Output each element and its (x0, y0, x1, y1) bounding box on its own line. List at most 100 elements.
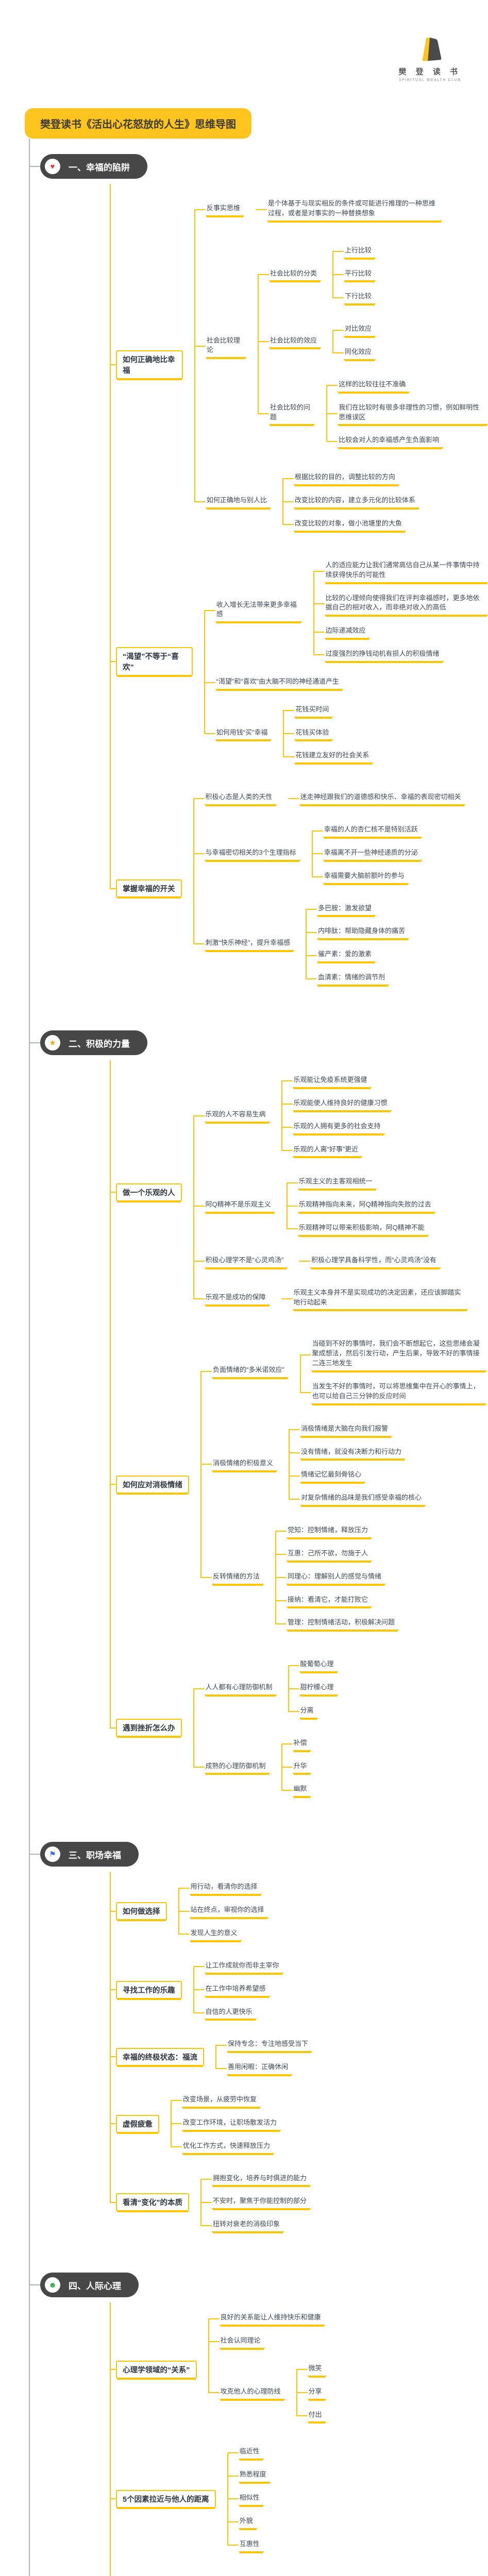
topic-node[interactable]: 做一个乐观的人 (116, 1183, 182, 1201)
topic-node[interactable]: 如何正确地比幸福 (116, 350, 183, 379)
subtopic-node[interactable]: 同化效应 (343, 346, 376, 360)
subtopic-node[interactable]: 分享 (307, 2386, 326, 2400)
subtopic-node[interactable]: 互惠性 (238, 2538, 264, 2552)
subtopic-node[interactable]: 平行比较 (343, 268, 376, 282)
subtopic-node[interactable]: 边际递减效应 (324, 625, 370, 639)
subtopic-node[interactable]: 幽默 (292, 1783, 311, 1798)
subtopic-node[interactable]: 微笑 (307, 2363, 326, 2377)
subtopic-node[interactable]: 比较的心理倾向使得我们在评判幸福感时，更多地依据自己的相对收入，而非绝对收入的高… (324, 592, 488, 616)
subtopic-node[interactable]: 管理：控制情绪活动，积极解决问题 (287, 1617, 399, 1631)
subtopic-node[interactable]: 相似性 (238, 2492, 264, 2506)
subtopic-node[interactable]: 改变比较的对象，做小池塘里的大鱼 (293, 518, 406, 532)
subtopic-node[interactable]: 乐观能让免疫系统更强健 (292, 1074, 372, 1088)
subtopic-node[interactable]: 消极情绪是大脑在向我们报警 (300, 1423, 393, 1437)
subtopic-node[interactable]: 甜柠檬心理 (299, 1682, 338, 1696)
section-node[interactable]: ♥一、幸福的陷阱 (40, 154, 147, 179)
subtopic-node[interactable]: 积极心理学不是“心灵鸡汤” (204, 1255, 288, 1268)
subtopic-node[interactable]: 酸葡萄心理 (299, 1658, 338, 1673)
subtopic-node[interactable]: 对复杂情绪的品味是我们感受幸福的核心 (300, 1492, 426, 1506)
subtopic-node[interactable]: 这样的比较往往不准确 (338, 379, 410, 393)
subtopic-node[interactable]: 善用闲暇：正确休闲 (227, 2061, 293, 2076)
subtopic-node[interactable]: 与幸福密切相关的3个生理指标 (204, 847, 300, 861)
subtopic-node[interactable]: 补偿 (292, 1737, 311, 1751)
subtopic-node[interactable]: 反事实思维 (205, 202, 244, 217)
section-node[interactable]: ⚑三、职场幸福 (40, 1842, 139, 1867)
topic-node[interactable]: 看清“变化”的本质 (116, 2193, 189, 2212)
subtopic-node[interactable]: 消极情绪的积极意义 (212, 1458, 278, 1471)
subtopic-node[interactable]: 乐观不是成功的保障 (204, 1292, 270, 1306)
subtopic-node[interactable]: 收入增长无法带来更多幸福感 (215, 599, 302, 623)
subtopic-node[interactable]: 人人都有心理防御机制 (204, 1682, 277, 1696)
subtopic-node[interactable]: 发现人生的意义 (189, 1927, 242, 1941)
subtopic-node[interactable]: 乐观的人拥有更多的社会支持 (292, 1121, 385, 1134)
section-node[interactable]: ★二、积极的力量 (40, 1030, 147, 1055)
subtopic-node[interactable]: 血清素：情绪的调节剂 (317, 972, 390, 986)
subtopic-node[interactable]: 成熟的心理防御机制 (204, 1760, 270, 1774)
subtopic-node[interactable]: 分离 (299, 1705, 318, 1719)
subtopic-node[interactable]: 反转情绪的方法 (212, 1571, 264, 1585)
subtopic-node[interactable]: 没有情绪，就没有决断力和行动力 (300, 1446, 406, 1460)
subtopic-node[interactable]: 攻克他人的心理防线 (219, 2386, 285, 2400)
subtopic-node[interactable]: 催产素：爱的激素 (317, 948, 376, 963)
topic-node[interactable]: 如何应对消极情绪 (116, 1475, 189, 1494)
subtopic-node[interactable]: 社会比较的问题 (268, 402, 315, 426)
subtopic-node[interactable]: 改变场景，从疲劳中恢复 (182, 2094, 261, 2108)
subtopic-node[interactable]: 熟悉程度 (238, 2469, 271, 2483)
subtopic-node[interactable]: 如何正确地与别人比 (205, 495, 271, 509)
subtopic-node[interactable]: 过度强烈的挣钱动机有损人的积极情绪 (324, 648, 444, 662)
subtopic-node[interactable]: 改变工作环境，让职场散发活力 (182, 2117, 281, 2131)
subtopic-node[interactable]: 内啡肽：帮助隐藏身体的痛苦 (317, 925, 410, 940)
section-node[interactable]: ☻四、人际心理 (40, 2273, 139, 2298)
subtopic-node[interactable]: 根据比较的目的，调整比较的方向 (293, 471, 399, 486)
subtopic-node[interactable]: 临近性 (238, 2446, 264, 2460)
subtopic-node[interactable]: 对比效应 (343, 323, 376, 337)
subtopic-node[interactable]: 下行比较 (343, 291, 376, 305)
subtopic-node[interactable]: 如何用钱“买”幸福 (215, 727, 272, 741)
subtopic-node[interactable]: 当碰到不好的事情时，我们会不断想起它，这些思绪会凝聚成想法，然后引发行动，产生后… (311, 1338, 486, 1371)
topic-node[interactable]: 遇到挫折怎么办 (116, 1719, 182, 1737)
subtopic-node[interactable]: 乐观精神可以带来积极影响，阿Q精神不能 (297, 1222, 429, 1236)
subtopic-node[interactable]: 接纳：看清它，才能打败它 (287, 1594, 373, 1608)
subtopic-node[interactable]: 花钱买体验 (294, 727, 333, 741)
subtopic-node[interactable]: 同理心：理解别人的感觉与情绪 (287, 1571, 386, 1585)
subtopic-node[interactable]: 比较会对人的幸福感产生负面影响 (338, 434, 444, 449)
subtopic-node[interactable]: 用行动，看清你的选择 (189, 1881, 262, 1895)
subtopic-node[interactable]: 负面情绪的“多米诺效应” (212, 1364, 289, 1378)
subtopic-node[interactable]: 上行比较 (343, 245, 376, 259)
subtopic-node[interactable]: 刺激“快乐神经”，提升幸福感 (204, 937, 295, 951)
subtopic-node[interactable]: 积极心理学具备科学性，而“心灵鸡汤”没有 (310, 1255, 441, 1268)
topic-node[interactable]: 如何做选择 (116, 1902, 167, 1921)
subtopic-node[interactable]: 情绪记忆最刻骨铭心 (300, 1469, 366, 1483)
subtopic-node[interactable]: 保持专念：专注地感受当下 (227, 2038, 313, 2053)
topic-node[interactable]: “渴望”不等于“喜欢” (116, 647, 193, 676)
subtopic-node[interactable]: 乐观的人不容易生病 (204, 1109, 270, 1123)
subtopic-node[interactable]: 改变比较的内容，建立多元化的比较体系 (293, 495, 419, 509)
subtopic-node[interactable]: 当发生不好的事情时，可以将思维集中在开心的事情上，也可以给自己三分钟的反应时间 (311, 1381, 486, 1404)
subtopic-node[interactable]: 是个体基于与现实相反的条件或可能进行推理的一种思维过程，或者是对事实的一种替换想… (266, 198, 442, 222)
subtopic-node[interactable]: 幸福的人的杏仁核不是特别活跃 (323, 824, 422, 838)
subtopic-node[interactable]: 乐观精神指向未来，阿Q精神指向失败的过去 (297, 1199, 435, 1213)
topic-node[interactable]: 幸福的终极状态：福流 (116, 2047, 204, 2066)
subtopic-node[interactable]: 人的适应能力让我们通常高估自己从某一件事情中持续获得快乐的可能性 (324, 560, 488, 583)
subtopic-node[interactable]: 幸福需要大脑前额叶的参与 (323, 870, 409, 884)
subtopic-node[interactable]: 互惠：己所不欲，勿施于人 (287, 1548, 373, 1562)
subtopic-node[interactable]: 良好的关系能让人维持快乐和健康 (219, 2312, 325, 2326)
root-topic[interactable]: 樊登读书《活出心花怒放的人生》思维导图 (25, 108, 251, 139)
subtopic-node[interactable]: 升华 (292, 1760, 311, 1774)
subtopic-node[interactable]: 花钱买时间 (294, 704, 333, 718)
subtopic-node[interactable]: 自信的人更快乐 (204, 2006, 257, 2020)
subtopic-node[interactable]: 花钱建立友好的社会关系 (294, 750, 374, 764)
subtopic-node[interactable]: 社会比较的分类 (268, 268, 321, 282)
subtopic-node[interactable]: 不安时，聚焦于你能控制的部分 (212, 2195, 311, 2210)
subtopic-node[interactable]: 社会比较的效应 (268, 335, 321, 349)
topic-node[interactable]: 虚假疲惫 (116, 2114, 159, 2133)
subtopic-node[interactable]: 多巴胺：激发欲望 (317, 903, 376, 917)
topic-node[interactable]: 心理学领域的“关系” (116, 2360, 197, 2379)
subtopic-node[interactable]: 积极心态是人类的天性 (204, 791, 277, 806)
subtopic-node[interactable]: 站在终点，审视你的选择 (189, 1904, 268, 1918)
subtopic-node[interactable]: 拥抱变化，培养与时俱进的能力 (212, 2173, 311, 2187)
subtopic-node[interactable]: 迷走神经跟我们的道德感和快乐、幸福的表现密切相关 (299, 791, 465, 806)
subtopic-node[interactable]: 觉知：控制情绪，释放压力 (287, 1524, 373, 1538)
subtopic-node[interactable]: 让工作成就你而非主宰你 (204, 1960, 283, 1974)
subtopic-node[interactable]: 扭转对衰老的消极印象 (212, 2218, 284, 2233)
